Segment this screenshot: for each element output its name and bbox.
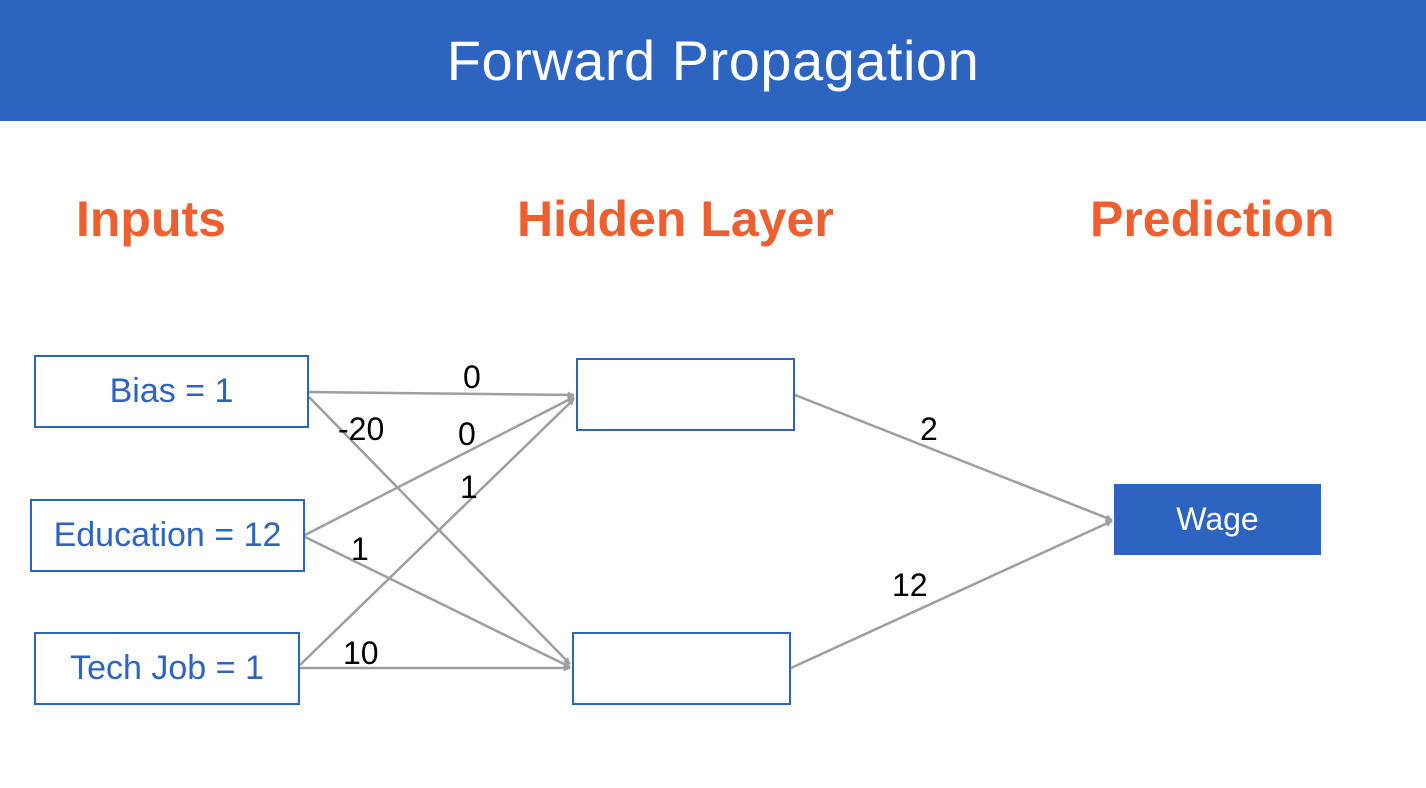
heading-hidden-layer: Hidden Layer xyxy=(517,191,834,247)
edge-h1-wage xyxy=(794,393,1113,522)
input-node-tech-job-label: Tech Job = 1 xyxy=(70,649,264,687)
edge-edu-h1 xyxy=(304,395,575,537)
weight-tech-h2: 10 xyxy=(343,635,379,671)
edge-bias-h1 xyxy=(308,390,575,399)
edge-tech-h1 xyxy=(299,398,575,666)
edge-h2-wage xyxy=(790,519,1113,670)
weight-bias-h1: 0 xyxy=(463,359,481,395)
input-node-bias-label: Bias = 1 xyxy=(109,372,234,410)
title-bar: Forward Propagation xyxy=(0,0,1426,121)
weight-h1-wage: 2 xyxy=(920,411,938,447)
input-node-education: Education = 12 xyxy=(30,499,305,572)
output-node-wage-label: Wage xyxy=(1176,501,1259,537)
weight-edu-h2: 1 xyxy=(351,531,369,567)
hidden-node-2 xyxy=(572,632,791,705)
weight-tech-h1: 1 xyxy=(460,469,478,505)
weight-h2-wage: 12 xyxy=(892,567,928,603)
input-node-bias: Bias = 1 xyxy=(34,355,309,428)
input-node-education-label: Education = 12 xyxy=(53,516,282,554)
heading-inputs: Inputs xyxy=(76,191,226,247)
page-title: Forward Propagation xyxy=(446,29,980,92)
heading-prediction: Prediction xyxy=(1090,191,1335,247)
output-node-wage: Wage xyxy=(1114,484,1321,555)
weight-edu-h1: 0 xyxy=(458,416,476,452)
edge-edu-h2 xyxy=(304,535,571,669)
hidden-node-1 xyxy=(576,358,795,431)
weight-bias-h2: -20 xyxy=(338,411,384,447)
input-node-tech-job: Tech Job = 1 xyxy=(34,632,300,705)
